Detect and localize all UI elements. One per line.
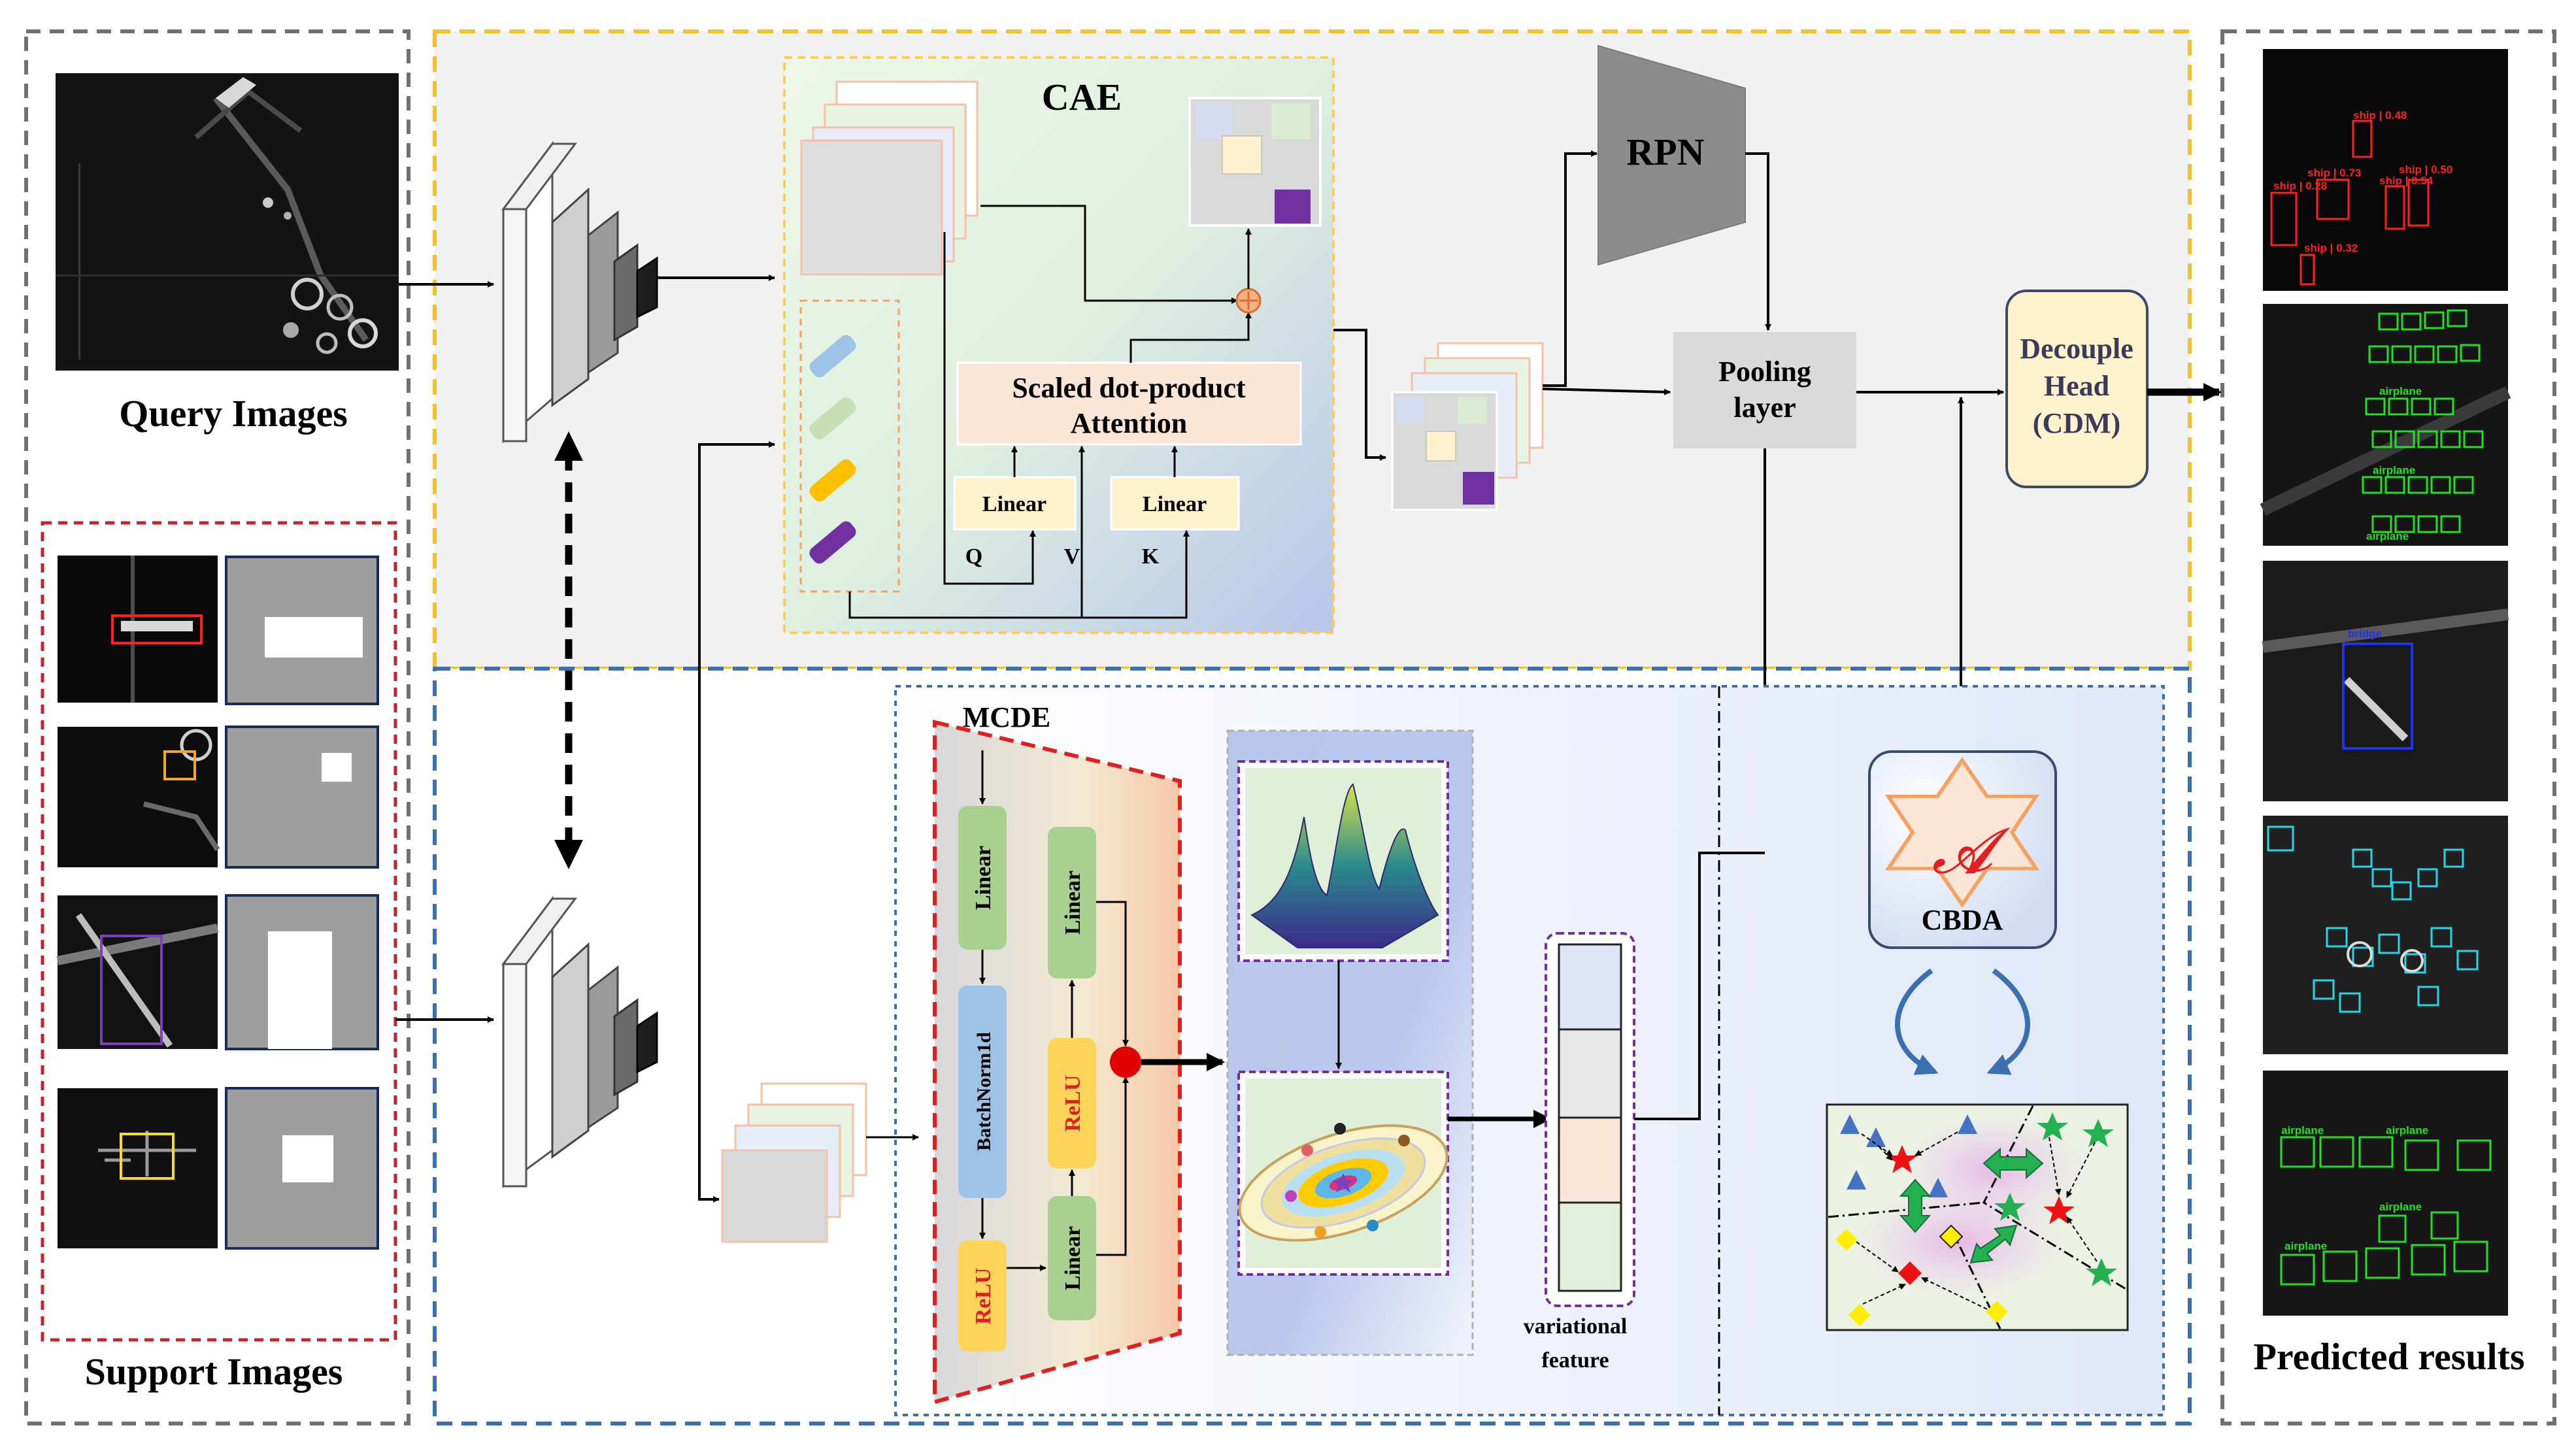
det-ship-4: ship | 0.54 (2379, 175, 2434, 187)
det-airplane-4: airplane (2281, 1124, 2324, 1137)
det-airplane-2: airplane (2373, 464, 2415, 476)
support-vector-purple (809, 521, 856, 564)
linear-2 (1048, 827, 1096, 978)
cbda-label: CBDA (1922, 904, 2003, 936)
variational-label-line2: feature (1541, 1348, 1609, 1373)
det-airplane-1: airplane (2379, 385, 2422, 397)
linear-q-label: Linear (982, 492, 1046, 516)
det-ship-2: ship | 0.73 (2307, 167, 2361, 179)
linear-3-label: Linear (1061, 1226, 1085, 1290)
v-label: V (1064, 544, 1080, 569)
support-pair-tank (58, 725, 379, 869)
linear-1 (958, 806, 1007, 950)
det-ship-3: ship | 0.50 (2399, 163, 2452, 176)
det-ship-6: ship | 0.28 (2273, 180, 2327, 192)
combine-node (1110, 1046, 1141, 1078)
support-pair-ship (58, 556, 379, 705)
q-label: Q (965, 544, 982, 569)
pooling-label-line1: Pooling (1718, 356, 1811, 388)
support-pair-airplane (58, 1087, 379, 1250)
batchnorm (958, 986, 1007, 1198)
result-airplanes: airplane airplane airplane airplane (2263, 1071, 2508, 1316)
mcde-label: MCDE (963, 701, 1050, 733)
decouple-label-line2: Head (2044, 370, 2109, 402)
variational-label-line1: variational (1524, 1314, 1628, 1339)
enhanced-query-feature (1391, 342, 1544, 511)
rpn-block (1597, 44, 1746, 266)
decouple-label-line1: Decouple (2020, 333, 2133, 365)
cae-label: CAE (1042, 76, 1122, 118)
cycle-arrow-left (1895, 968, 1939, 1075)
support-vector-green (809, 397, 856, 440)
result-bridge: bridge (2262, 561, 2509, 801)
scaled-attention-box (956, 361, 1302, 446)
k-label: K (1142, 544, 1160, 569)
support-vector-blue (809, 335, 856, 378)
decouple-label-line3: (CDM) (2033, 407, 2120, 439)
support-vector-yellow (809, 459, 856, 502)
relu-1-label: ReLU (971, 1268, 995, 1325)
det-airplane-5: airplane (2386, 1124, 2428, 1137)
support-pair-bridge (56, 894, 379, 1050)
relu-1 (958, 1241, 1007, 1352)
result-airport-dense: airplane airplane airplane (2260, 304, 2511, 546)
linear-2-label: Linear (1061, 871, 1085, 935)
relu-2 (1048, 1038, 1096, 1169)
relu-2-label: ReLU (1061, 1075, 1085, 1132)
result-tanks (2263, 816, 2508, 1054)
linear-q-box (953, 476, 1077, 531)
query-image (56, 73, 399, 371)
query-images-label: Query Images (119, 392, 348, 435)
batchnorm-label: BatchNorm1d (973, 1032, 995, 1151)
scaled-attention-line2: Attention (1071, 407, 1187, 439)
det-airplane-3: airplane (2366, 530, 2409, 542)
det-ship-1: ship | 0.48 (2353, 109, 2407, 122)
support-backbone (501, 895, 658, 1188)
predicted-results-label: Predicted results (2253, 1335, 2524, 1378)
result-ships: ship | 0.48 ship | 0.73 ship | 0.50 ship… (2263, 49, 2508, 291)
cbda-star-icon (1884, 757, 2040, 908)
results-panel (2220, 29, 2556, 1425)
input-panel (24, 29, 410, 1425)
det-airplane-6: airplane (2284, 1240, 2327, 1252)
support-feature-stack (721, 1082, 867, 1243)
linear-k-label: Linear (1143, 492, 1207, 516)
det-airplane-7: airplane (2379, 1201, 2422, 1213)
rpn-label: RPN (1626, 131, 1704, 173)
linear-1-label: Linear (971, 846, 995, 910)
support-images-box (41, 521, 397, 1342)
cycle-arrow-right (1986, 968, 2030, 1075)
det-bridge: bridge (2348, 627, 2382, 640)
det-ship-5: ship | 0.32 (2304, 242, 2358, 254)
cae-query-feature (800, 80, 979, 276)
pooling-layer-block (1673, 332, 1856, 448)
pooling-label-line2: layer (1733, 391, 1796, 424)
cae-output-map (1188, 97, 1322, 227)
linear-3 (1048, 1196, 1096, 1320)
scaled-attention-line1: Scaled dot-product (1012, 372, 1246, 404)
support-images-label: Support Images (85, 1350, 343, 1393)
query-backbone (501, 141, 658, 444)
class-clustering-panel (1826, 1103, 2129, 1331)
